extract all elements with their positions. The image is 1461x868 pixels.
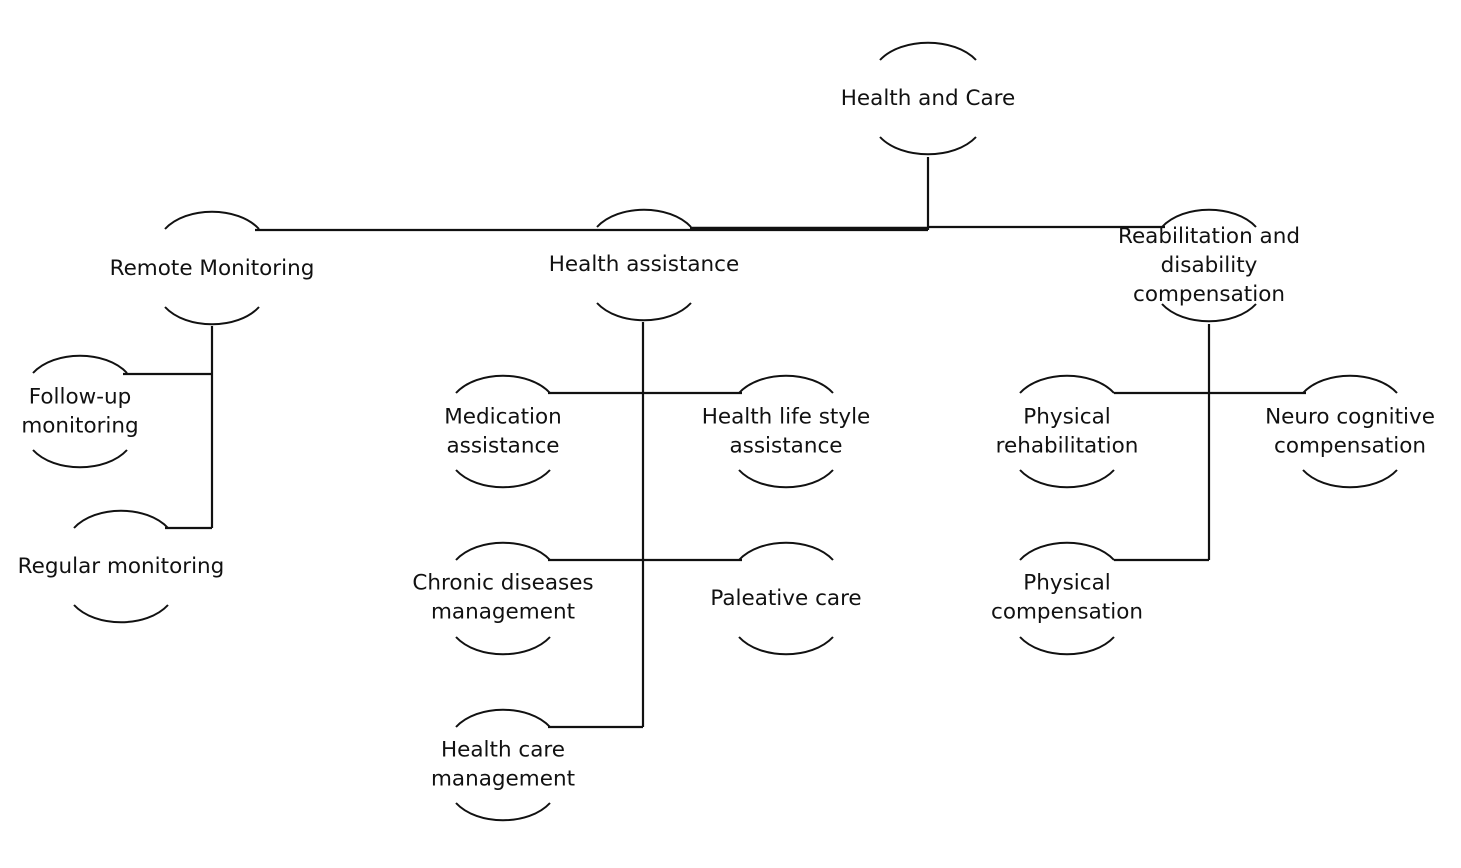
node-top-arc <box>455 708 551 728</box>
node-top-arc <box>1302 374 1398 394</box>
node-physical-compensation: Physical compensation <box>991 541 1143 656</box>
node-label-line: Health life style <box>702 405 871 430</box>
node-medication-assistance: Medication assistance <box>444 374 562 489</box>
node-paleative-care: Paleative care <box>710 541 862 656</box>
node-label-line: compensation <box>991 600 1143 625</box>
node-bottom-arc <box>1302 469 1398 489</box>
node-label-line: Paleative care <box>710 586 861 611</box>
node-top-arc <box>455 374 551 394</box>
node-top-arc <box>738 374 834 394</box>
node-label-line: assistance <box>729 434 842 459</box>
node-label-line: assistance <box>446 434 559 459</box>
node-label-line: Medication <box>444 405 562 430</box>
node-neuro-cognitive-compensation: Neuro cognitive compensation <box>1265 374 1435 489</box>
node-label-line: Remote Monitoring <box>110 256 315 281</box>
node-bottom-arc <box>1161 303 1257 323</box>
node-top-arc <box>164 210 260 230</box>
node-label-line: Follow-up <box>29 385 131 410</box>
node-label-line: monitoring <box>21 414 138 439</box>
node-top-arc <box>596 208 692 228</box>
node-bottom-arc <box>879 136 977 156</box>
node-label-line: Physical <box>1023 405 1110 430</box>
node-bottom-arc <box>73 604 169 624</box>
node-bottom-arc <box>164 306 260 326</box>
node-label-line: rehabilitation <box>996 434 1139 459</box>
node-label-line: compensation <box>1133 282 1285 307</box>
node-rehabilitation-and-disability-compensation: Reabilitation and disability compensation <box>1118 208 1300 323</box>
node-health-assistance: Health assistance <box>549 208 739 322</box>
node-top-arc <box>1019 541 1115 561</box>
node-regular-monitoring: Regular monitoring <box>18 509 225 624</box>
node-top-arc <box>738 541 834 561</box>
node-bottom-arc <box>738 469 834 489</box>
node-bottom-arc <box>738 636 834 656</box>
node-bottom-arc <box>1019 469 1115 489</box>
node-chronic-diseases-management: Chronic diseases management <box>412 541 594 656</box>
node-label-line: management <box>431 600 575 625</box>
node-top-arc <box>32 354 128 374</box>
node-bottom-arc <box>455 469 551 489</box>
node-bottom-arc <box>455 636 551 656</box>
node-top-arc <box>1161 208 1257 228</box>
node-label-line: Neuro cognitive <box>1265 405 1435 430</box>
node-label-line: compensation <box>1274 434 1426 459</box>
node-top-arc <box>879 41 977 61</box>
node-label-line: disability <box>1161 253 1258 278</box>
node-bottom-arc <box>1019 636 1115 656</box>
node-label-line: Regular monitoring <box>18 554 225 579</box>
node-label-line: Chronic diseases <box>412 571 593 596</box>
node-bottom-arc <box>455 802 551 822</box>
node-follow-up-monitoring: Follow-up monitoring <box>21 354 139 469</box>
node-health-and-care: Health and Care <box>841 41 1016 156</box>
node-bottom-arc <box>596 302 692 322</box>
node-remote-monitoring: Remote Monitoring <box>110 210 315 326</box>
node-label-line: Health care <box>441 738 565 763</box>
node-bottom-arc <box>32 449 128 469</box>
node-top-arc <box>455 541 551 561</box>
node-top-arc <box>73 509 169 529</box>
node-label-line: Health assistance <box>549 252 739 277</box>
node-top-arc <box>1019 374 1115 394</box>
node-health-care-management: Health care management <box>431 708 575 822</box>
node-label-line: Reabilitation and <box>1118 224 1300 249</box>
node-physical-rehabilitation: Physical rehabilitation <box>996 374 1139 489</box>
node-label-line: management <box>431 767 575 792</box>
node-label-line: Physical <box>1023 571 1110 596</box>
node-health-life-style-assistance: Health life style assistance <box>702 374 871 489</box>
connectors <box>123 157 1306 729</box>
node-label-line: Health and Care <box>841 86 1016 111</box>
